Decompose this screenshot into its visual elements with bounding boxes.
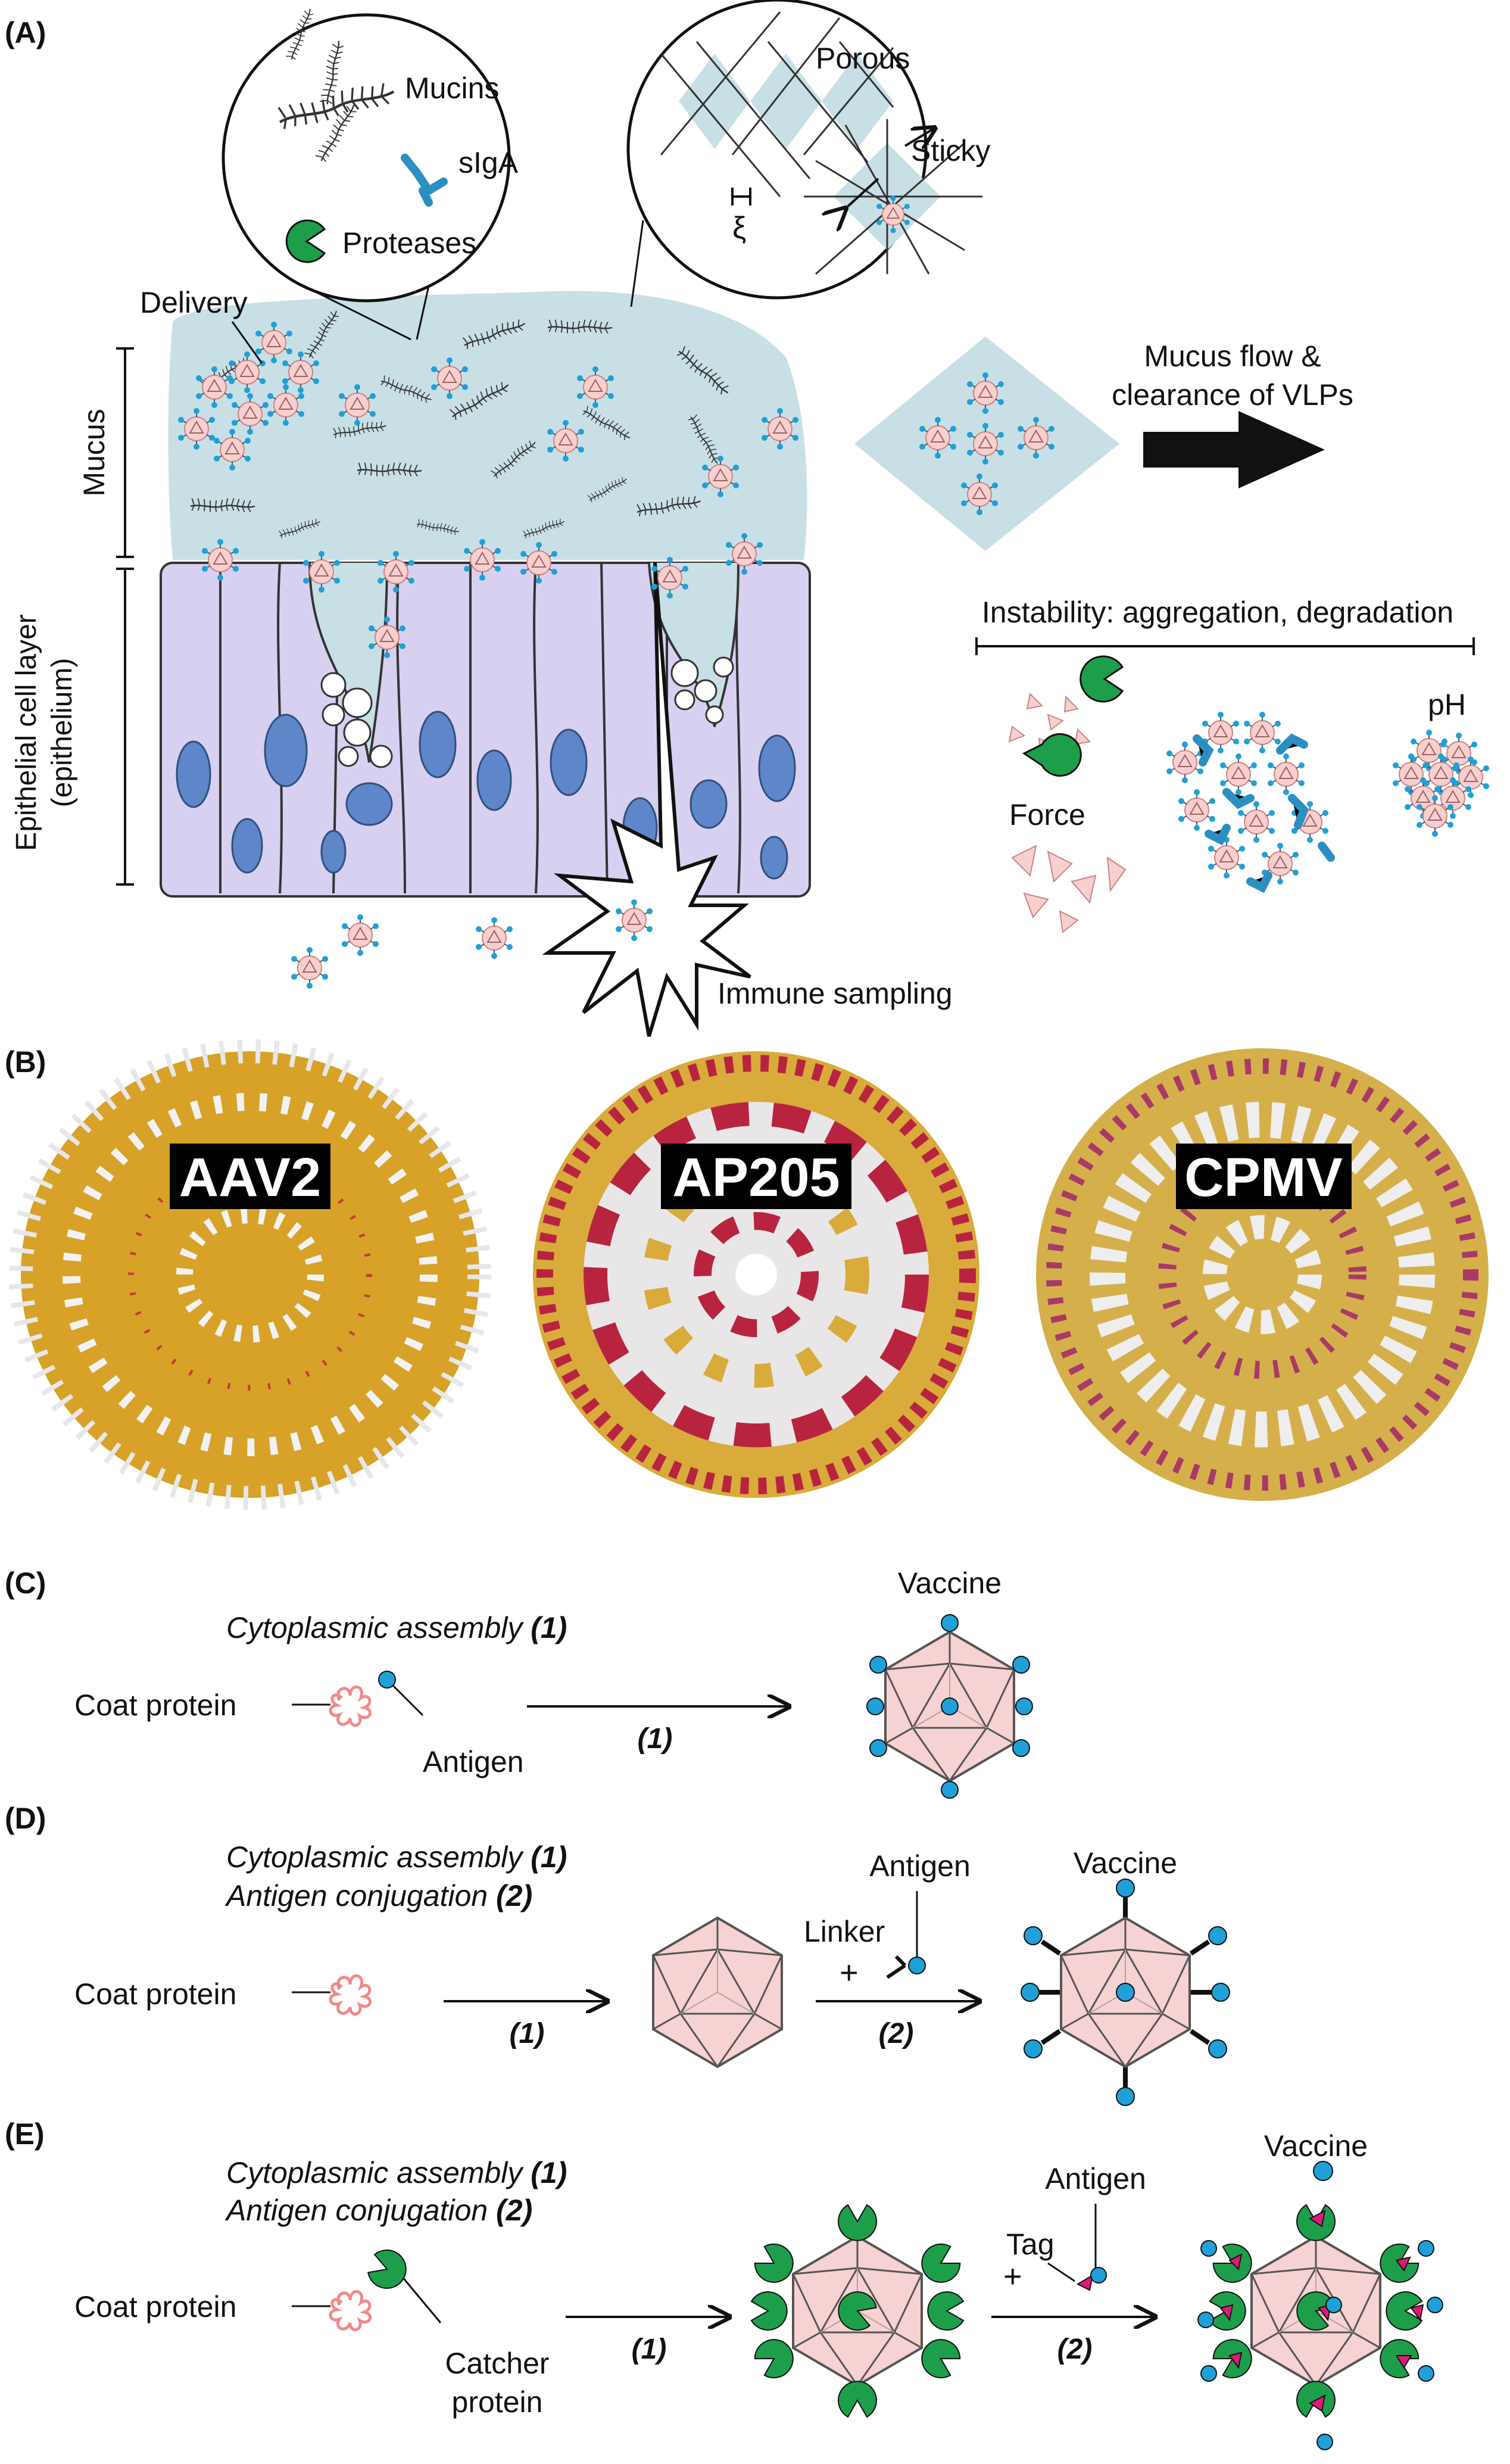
panel-e-label: (E) xyxy=(5,2117,45,2151)
bracket-mucus xyxy=(116,347,134,886)
label-bg-aav2 xyxy=(170,1144,330,1209)
nuclei xyxy=(176,711,796,880)
flow-arrow xyxy=(1143,411,1325,488)
panel-a-label: (A) xyxy=(5,16,46,49)
e-step1: Cytoplasmic assembly (1) xyxy=(226,2156,567,2189)
label-aav2: AAV2 xyxy=(179,1147,322,1208)
vesicles xyxy=(320,656,734,768)
c-vaccine-label: Vaccine xyxy=(898,1566,1002,1600)
d-linker-icon xyxy=(886,1955,907,1979)
immune-cell xyxy=(542,562,751,1037)
protease-icon xyxy=(285,219,326,263)
panel-b-label: (B) xyxy=(5,1045,46,1079)
d-antigen-label: Antigen xyxy=(869,1849,971,1883)
e-catcher-icon xyxy=(364,2245,412,2294)
d-linker-label: Linker xyxy=(804,1915,885,1948)
capsid-cpmv xyxy=(1036,1048,1489,1501)
e-capsid-catchers xyxy=(749,2204,966,2418)
label-xi: ξ xyxy=(732,211,746,245)
e-arrow2-label: (2) xyxy=(1057,2334,1093,2365)
label-bg-cpmv xyxy=(1176,1144,1352,1209)
e-vaccine xyxy=(1197,2161,1443,2450)
capsid-ap205 xyxy=(533,1051,979,1498)
e-catcher-label-1: Catcher xyxy=(445,2347,549,2380)
aggregate xyxy=(1166,711,1335,893)
label-delivery: Delivery xyxy=(140,286,248,319)
label-ap205: AP205 xyxy=(672,1147,840,1208)
label-flow-2: clearance of VLPs xyxy=(1112,378,1353,412)
c-antigen-icon xyxy=(378,1671,396,1689)
panel-d-label: (D) xyxy=(5,1802,46,1835)
e-antigen-icon xyxy=(1090,2267,1107,2284)
e-plus: + xyxy=(1003,2259,1022,2294)
c-step1: Cytoplasmic assembly (1) xyxy=(226,1611,567,1644)
label-siga: sIgA xyxy=(458,146,519,179)
label-bg-ap205 xyxy=(661,1144,851,1209)
c-arrow-label: (1) xyxy=(638,1723,673,1755)
label-instability: Instability: aggregation, degradation xyxy=(982,596,1453,629)
e-coat-protein xyxy=(330,2291,370,2329)
panel-c-label: (C) xyxy=(5,1566,46,1600)
c-antigen-label: Antigen xyxy=(423,1745,524,1778)
d-step1: Cytoplasmic assembly (1) xyxy=(226,1840,567,1874)
e-tag-icon xyxy=(1076,2273,1094,2291)
c-coat-label: Coat protein xyxy=(74,1689,236,1722)
label-ph: pH xyxy=(1428,688,1466,721)
d-arrow2-label: (2) xyxy=(879,2018,914,2049)
xi-bar xyxy=(731,188,751,205)
mucus-layer xyxy=(168,291,807,560)
d-arrow1-label: (1) xyxy=(510,2018,545,2049)
protease-icon-3 xyxy=(1022,733,1082,777)
capsid-aav2 xyxy=(9,1039,491,1510)
e-antigen-label: Antigen xyxy=(1045,2162,1146,2195)
protease-icon-2 xyxy=(1080,655,1124,703)
d-plus: + xyxy=(840,1955,859,1990)
e-arrow1-label: (1) xyxy=(632,2334,667,2365)
e-tag-label: Tag xyxy=(1006,2228,1054,2261)
c-vaccine xyxy=(866,1614,1033,1799)
label-epithelium-2: (epithelium) xyxy=(46,658,78,808)
c-coat-protein xyxy=(330,1687,370,1725)
label-cpmv: CPMV xyxy=(1184,1147,1343,1208)
d-vaccine-label: Vaccine xyxy=(1074,1846,1177,1880)
label-epithelium-1: Epithelial cell layer xyxy=(11,614,42,851)
label-flow-1: Mucus flow & xyxy=(1144,339,1321,373)
instability-bar xyxy=(975,637,1475,655)
e-step2: Antigen conjugation (2) xyxy=(224,2194,532,2227)
label-sticky: Sticky xyxy=(911,134,990,167)
d-vaccine xyxy=(1021,1879,1230,2106)
d-coat-protein xyxy=(330,1976,370,2014)
ph-cluster xyxy=(1392,729,1490,837)
label-proteases: Proteases xyxy=(342,226,476,260)
label-mucins: Mucins xyxy=(405,71,499,105)
label-porous: Porous xyxy=(816,42,910,75)
e-catcher-label-2: protein xyxy=(452,2385,543,2419)
degradation-fragments xyxy=(1008,692,1127,933)
label-mucus: Mucus xyxy=(77,409,111,496)
sticky-mesh xyxy=(804,119,982,275)
d-capsid xyxy=(652,1917,783,2068)
siga-icon xyxy=(401,154,448,207)
e-vaccine-label: Vaccine xyxy=(1264,2129,1368,2163)
label-immune-sampling: Immune sampling xyxy=(717,977,953,1010)
d-antigen-icon xyxy=(908,1957,926,1974)
e-coat-label: Coat protein xyxy=(74,2290,236,2323)
label-force: Force xyxy=(1009,798,1085,831)
d-step2: Antigen conjugation (2) xyxy=(224,1879,532,1912)
d-coat-label: Coat protein xyxy=(74,1977,236,2011)
